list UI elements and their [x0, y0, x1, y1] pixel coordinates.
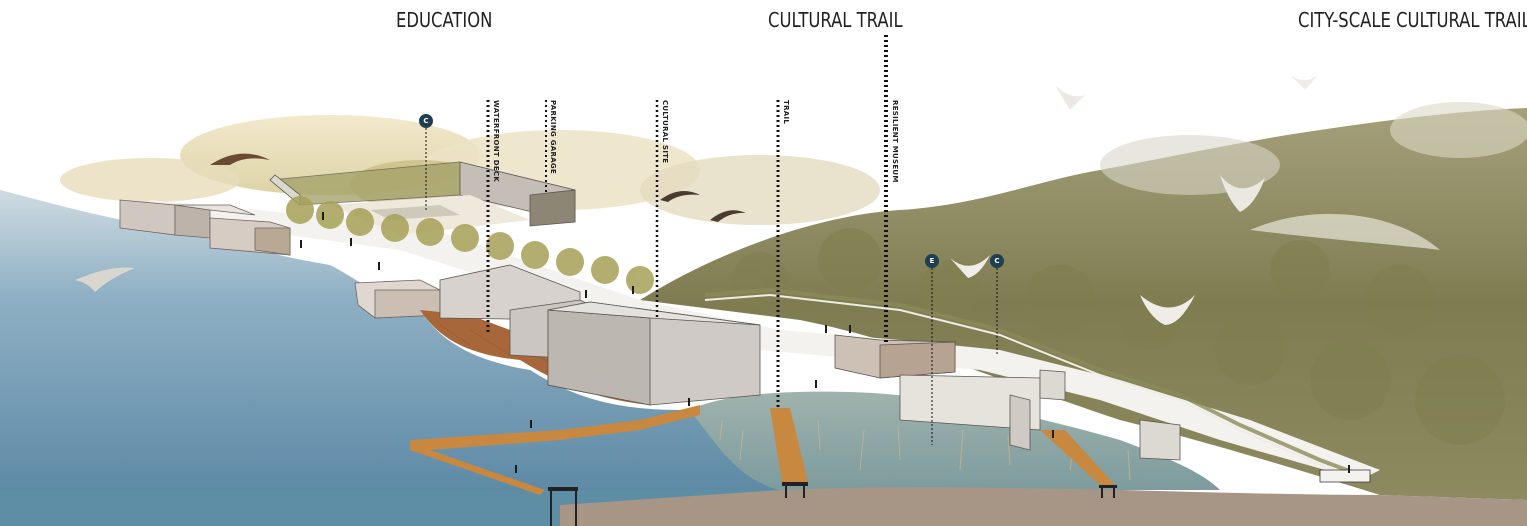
pier-left: [410, 405, 700, 495]
label-waterfront-deck: WATERFRONT DECK: [492, 100, 500, 183]
pier-right: [1040, 430, 1115, 485]
pier-center: [770, 408, 808, 482]
label-parking-garage: PARKING GARAGE: [549, 100, 557, 175]
birds: [75, 75, 1318, 325]
marker-c-trail: C: [990, 254, 1004, 268]
cultural-site-buildings: [439, 264, 761, 406]
label-cultural-site: CULTURAL SITE: [661, 100, 669, 164]
heading-city-scale-cultural-trail: CITY-SCALE CULTURAL TRAIL: [1298, 8, 1527, 32]
ground-section: [560, 487, 1527, 526]
marker-c-education: C: [419, 114, 433, 128]
marker-e-museum: E: [925, 254, 939, 268]
elevated-trail: [704, 287, 1361, 477]
resilient-museum: [834, 334, 1181, 461]
label-trail: TRAIL: [782, 100, 790, 125]
heading-cultural-trail: CULTURAL TRAIL: [768, 8, 903, 32]
pier-left-end: [548, 487, 578, 491]
sea: [0, 190, 780, 490]
label-resilient-museum: RESILIENT MUSEUM: [891, 100, 899, 183]
hill-foliage: [732, 228, 1505, 445]
reeds: [719, 419, 1131, 481]
people: [300, 212, 1350, 473]
heading-education: EDUCATION: [396, 8, 493, 32]
